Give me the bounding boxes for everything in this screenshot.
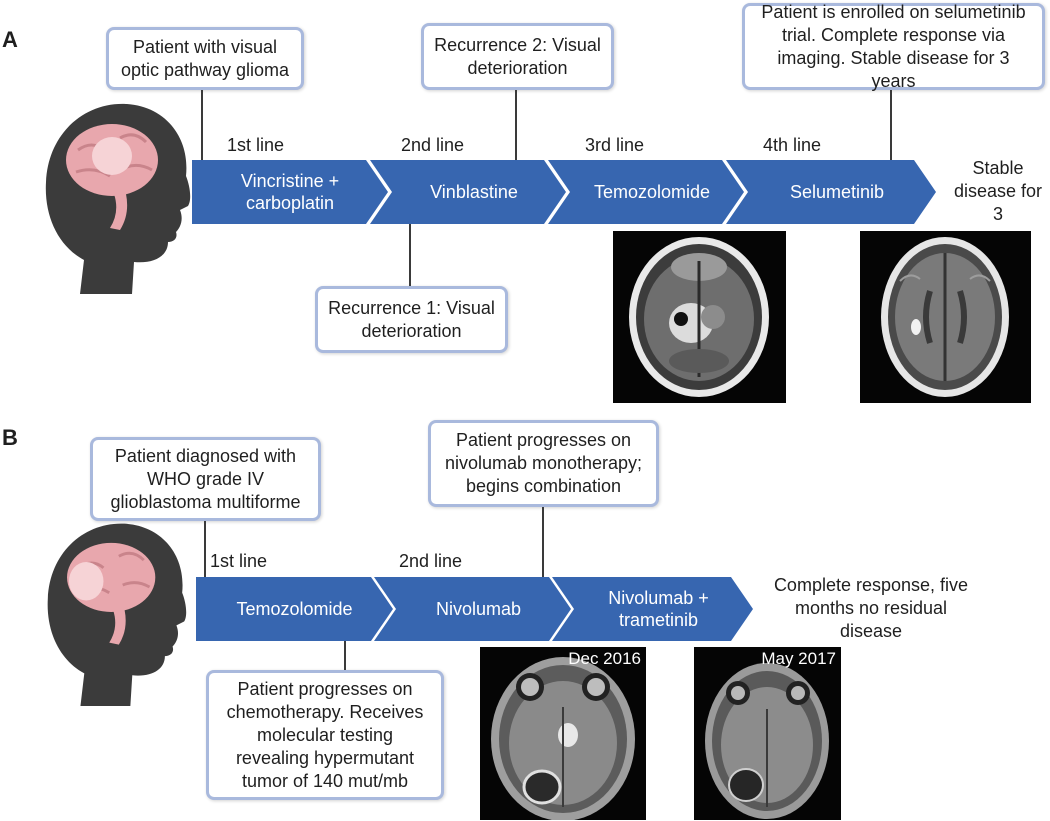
mri-scan-selumetinib [860, 231, 1031, 403]
progression-1-callout: Patient progresses on chemotherapy. Rece… [206, 670, 444, 800]
therapy-chevron-temozolomide: Temozolomide [196, 577, 393, 641]
child-head-brain-icon [45, 103, 191, 294]
therapy-chevron-vinblastine: Vinblastine [370, 160, 566, 224]
line-label-1: 1st line [227, 135, 285, 155]
diagnosis-connector [204, 521, 206, 579]
mri-scan-temozolomide [613, 231, 786, 403]
scan-date-label: Dec 2016 [568, 649, 641, 668]
therapy-chevron-vincristine: Vincristine + carboplatin [192, 160, 388, 224]
diagnosis-connector [201, 90, 203, 162]
mri-scan-may-2017: May 2017 [694, 647, 841, 820]
diagnosis-callout: Patient with visual optic pathway glioma [106, 27, 304, 90]
recurrence-2-callout: Recurrence 2: Visual deterioration [421, 23, 614, 90]
progression-1-connector [344, 640, 346, 670]
scan-date-label: May 2017 [761, 649, 836, 668]
recurrence-1-callout: Recurrence 1: Visual deterioration [315, 286, 508, 353]
therapy-chevron-nivolumab: Nivolumab [374, 577, 571, 641]
mri-scan-dec-2016: Dec 2016 [480, 647, 646, 820]
line-label-1: 1st line [210, 551, 268, 571]
recurrence-2-connector [515, 90, 517, 162]
progression-2-connector [542, 507, 544, 579]
therapy-chevron-nivolumab-trametinib: Nivolumab + trametinib [552, 577, 753, 641]
panel-a-label: A [2, 27, 18, 52]
line-label-4: 4th line [763, 135, 822, 155]
outcome-text: Complete response, five months no residu… [773, 575, 969, 641]
diagnosis-callout: Patient diagnosed with WHO grade IV glio… [90, 437, 321, 521]
trial-callout: Patient is enrolled on selumetinib trial… [742, 2, 1045, 91]
line-label-3: 3rd line [585, 135, 645, 155]
child-head-brain-icon [47, 523, 187, 706]
line-label-2: 2nd line [401, 135, 465, 155]
therapy-chevron-temozolomide: Temozolomide [548, 160, 744, 224]
trial-connector [890, 90, 892, 162]
recurrence-1-connector [409, 224, 411, 286]
line-label-2: 2nd line [399, 551, 463, 571]
progression-2-callout: Patient progresses on nivolumab monother… [428, 420, 659, 507]
therapy-chevron-selumetinib: Selumetinib [726, 160, 936, 224]
panel-b-label: B [2, 425, 18, 450]
